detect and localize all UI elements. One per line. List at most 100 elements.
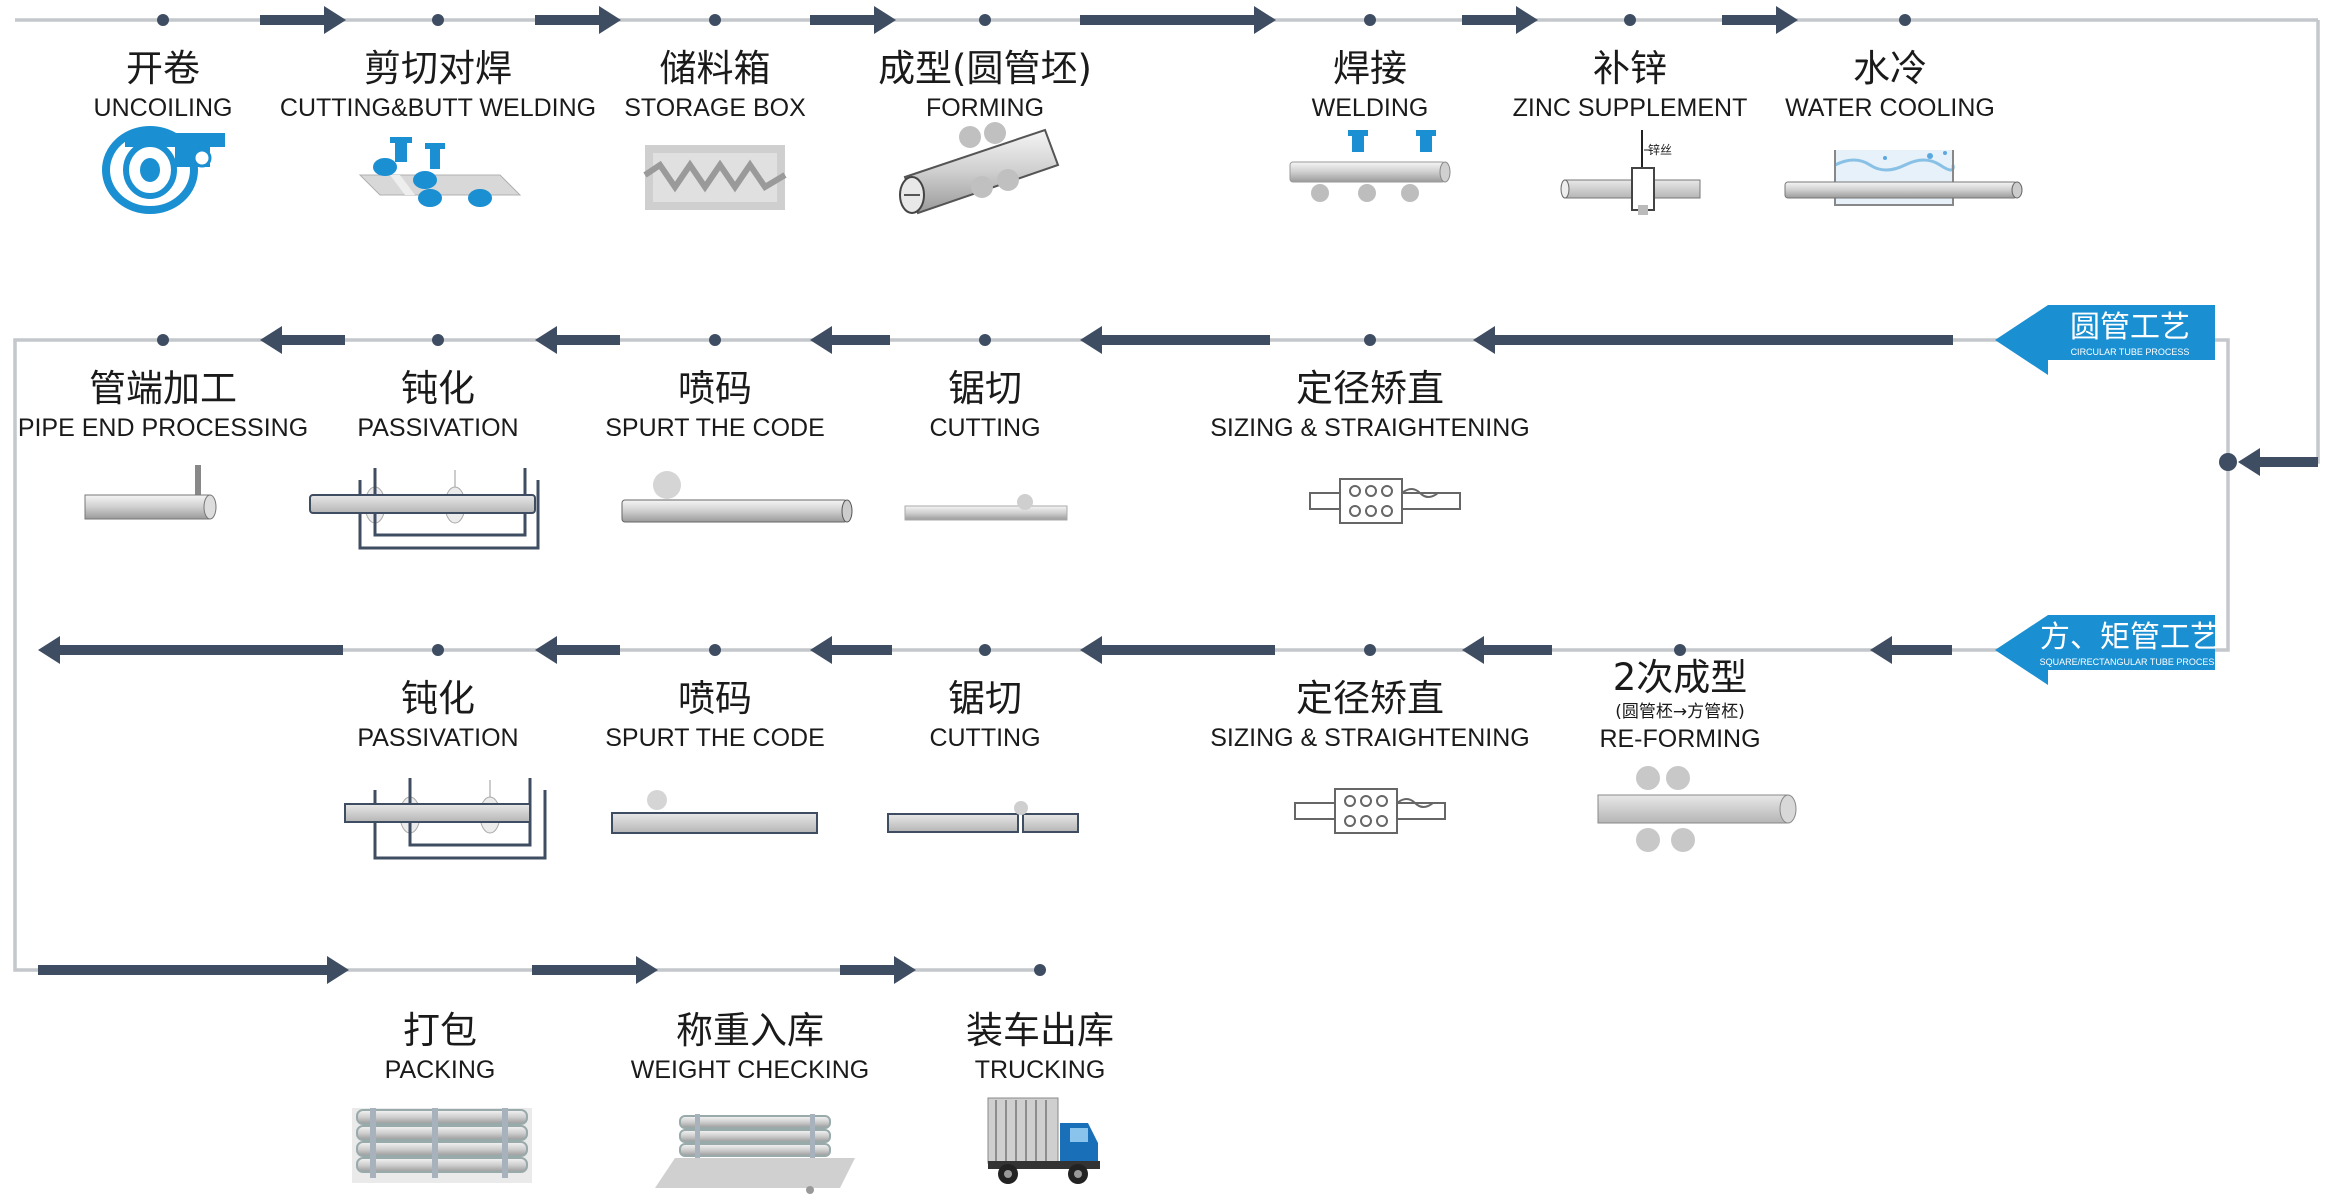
step-subtitle: WEIGHT CHECKING [630, 1056, 870, 1084]
step-dot [1624, 14, 1636, 26]
step-trucking: 装车出库 TRUCKING [880, 1008, 1200, 1086]
step-title: 打包 [403, 1009, 477, 1052]
arrow [535, 6, 621, 34]
step-cutting: 锯切 CUTTING [825, 676, 1145, 754]
step-dot [1364, 644, 1376, 656]
welding-icon [1289, 130, 1451, 202]
step-title: 装车出库 [966, 1009, 1114, 1052]
step-subtitle: TRUCKING [974, 1056, 1106, 1084]
arrow [1080, 636, 1275, 664]
step-subtitle: SIZING & STRAIGHTENING [1210, 724, 1530, 752]
arrow [38, 636, 343, 664]
step-dot [1674, 644, 1686, 656]
step-zinc-supplement: 补锌 ZINC SUPPLEMENT [1470, 46, 1790, 124]
step-subtitle: SPURT THE CODE [605, 414, 825, 442]
step-water-cooling: 水冷 WATER COOLING [1730, 46, 2050, 124]
water-cooling-icon [1784, 150, 2023, 206]
step-re-forming: 2次成型 (圆管柸→方管柸) RE-FORMING [1520, 655, 1840, 755]
arrow [38, 956, 349, 984]
step-dot [157, 14, 169, 26]
step-title: 补锌 [1593, 47, 1667, 90]
step-dot [1899, 14, 1911, 26]
step-subtitle: SPURT THE CODE [605, 724, 825, 752]
step-note: (圆管柸→方管柸) [1615, 702, 1745, 722]
arrow [1870, 636, 1952, 664]
step-passivation: 钝化 PASSIVATION [278, 676, 598, 754]
step-title: 锯切 [948, 367, 1022, 410]
circular-tube-process-tag [1995, 305, 2215, 375]
circular-tube-process-title: 圆管工艺 [2070, 310, 2190, 345]
step-cutting-butt-welding: 剪切对焊 CUTTING&BUTT WELDING [278, 46, 598, 124]
step-dot [979, 644, 991, 656]
step-dot [709, 14, 721, 26]
step-forming: 成型(圆管坯) FORMING [825, 46, 1145, 124]
sizing-rollers-icon [1294, 788, 1446, 834]
step-title: 称重入库 [676, 1009, 824, 1052]
passivation-tank-icon [309, 468, 540, 550]
arrow [810, 6, 896, 34]
step-title: 开卷 [126, 47, 200, 90]
arrow [840, 956, 916, 984]
arrow [260, 326, 345, 354]
truck-icon [987, 1097, 1100, 1184]
step-dot [432, 334, 444, 346]
butt-welder-icon [358, 137, 522, 207]
code-spray-icon [611, 790, 818, 834]
step-dot [709, 644, 721, 656]
code-spray-icon [621, 471, 853, 523]
step-spurt-the-code: 喷码 SPURT THE CODE [555, 366, 875, 444]
step-uncoiling: 开卷 UNCOILING [3, 46, 323, 124]
arrow [535, 636, 620, 664]
circular-tube-process-subtitle: CIRCULAR TUBE PROCESS [2070, 347, 2190, 357]
step-title: 锯切 [948, 677, 1022, 720]
step-subtitle: CUTTING [929, 414, 1041, 442]
arrow [810, 326, 890, 354]
uncoiler-icon [102, 126, 225, 214]
step-dot [1034, 964, 1046, 976]
step-pipe-end-processing: 管端加工 PIPE END PROCESSING [3, 366, 323, 444]
flow-line-branch [2005, 338, 2230, 652]
step-dot [1364, 334, 1376, 346]
step-subtitle: UNCOILING [93, 94, 233, 122]
step-title: 储料箱 [659, 47, 771, 90]
saw-cutting-icon [887, 801, 1079, 833]
step-weight-checking: 称重入库 WEIGHT CHECKING [590, 1008, 910, 1086]
step-subtitle: STORAGE BOX [624, 94, 806, 122]
step-dot [432, 14, 444, 26]
step-storage-box: 储料箱 STORAGE BOX [555, 46, 875, 124]
flow-arrows [38, 6, 2318, 984]
step-title: 剪切对焊 [364, 47, 512, 90]
flow-line-circular [13, 338, 2005, 972]
step-title: 成型(圆管坯) [878, 47, 1092, 90]
zinc-wire-label: 锌丝 [1648, 143, 1672, 157]
storage-box-icon [643, 145, 787, 210]
arrow [810, 636, 892, 664]
arrow [1080, 6, 1276, 34]
step-title: 管端加工 [89, 367, 237, 410]
square-tube-process-tag [1995, 615, 2215, 685]
arrow [1462, 6, 1538, 34]
arrow [2238, 448, 2318, 476]
flow-line-right-return [2240, 20, 2320, 464]
step-title: 水冷 [1853, 47, 1927, 90]
step-subtitle: PASSIVATION [357, 414, 519, 442]
step-title: 定径矫直 [1296, 367, 1444, 410]
arrow [260, 6, 346, 34]
zinc-supplement-icon: 锌丝 [1560, 130, 1701, 215]
step-dot [979, 334, 991, 346]
square-tube-process-title: 方、矩管工艺 [2040, 620, 2220, 655]
passivation-tank-icon [344, 778, 547, 860]
step-title: 喷码 [678, 677, 752, 720]
pipe-bundle-icon [352, 1108, 532, 1183]
step-subtitle: FORMING [925, 94, 1045, 122]
step-subtitle: RE-FORMING [1599, 725, 1761, 753]
step-subtitle: PACKING [384, 1056, 496, 1084]
sizing-rollers-icon [1309, 478, 1461, 524]
step-title: 定径矫直 [1296, 677, 1444, 720]
step-sizing-straightening: 定径矫直 SIZING & STRAIGHTENING [1210, 366, 1530, 444]
step-title: 喷码 [678, 367, 752, 410]
step-subtitle: WELDING [1311, 94, 1429, 122]
saw-cutting-icon [904, 494, 1068, 521]
step-dot [1364, 14, 1376, 26]
